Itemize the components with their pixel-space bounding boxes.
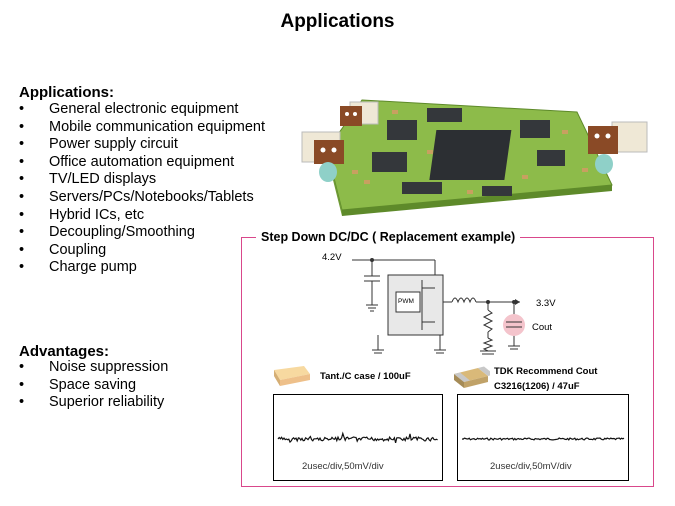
application-item-text: Office automation equipment xyxy=(49,153,235,170)
application-item: • Power supply circuit xyxy=(19,136,265,154)
step-down-circuit-diagram xyxy=(352,258,525,355)
application-item-text: Servers/PCs/Notebooks/Tablets xyxy=(49,188,254,205)
tantalum-scale-caption: 2usec/div,50mV/div xyxy=(302,461,384,472)
bullet-icon: • xyxy=(19,224,25,241)
advantage-item: • Space saving xyxy=(19,377,168,395)
application-item-text: Decoupling/Smoothing xyxy=(49,224,195,241)
advantage-item: • Noise suppression xyxy=(19,359,168,377)
application-item: • Coupling xyxy=(19,242,265,260)
application-item: • Mobile communication equipment xyxy=(19,119,265,137)
applications-heading: Applications: xyxy=(19,84,115,101)
bullet-icon: • xyxy=(19,153,25,170)
application-item-text: Mobile communication equipment xyxy=(49,118,265,135)
application-item-text: Coupling xyxy=(49,241,107,258)
output-voltage-label: 3.3V xyxy=(536,298,556,309)
tantalum-capacitor-icon xyxy=(274,366,310,386)
tantalum-label: Tant./C case / 100uF xyxy=(320,371,411,382)
application-item-text: Charge pump xyxy=(49,259,137,276)
mlcc-scale-caption: 2usec/div,50mV/div xyxy=(490,461,572,472)
application-item-text: Hybrid ICs, etc xyxy=(49,206,145,223)
pcb-illustration xyxy=(301,99,648,216)
tantalum-waveform xyxy=(273,394,443,481)
waveform-line xyxy=(461,437,625,441)
application-item: • TV/LED displays xyxy=(19,171,265,189)
mlcc-waveform xyxy=(457,394,629,481)
application-item: • General electronic equipment xyxy=(19,101,265,119)
application-item-text: General electronic equipment xyxy=(49,101,239,117)
bullet-icon: • xyxy=(19,259,25,276)
waveform-line xyxy=(277,431,438,444)
application-item-text: TV/LED displays xyxy=(49,171,157,188)
tdk-part-label: C3216(1206) / 47uF xyxy=(494,381,580,392)
replacement-example-title: Step Down DC/DC ( Replacement example) xyxy=(256,230,521,244)
advantage-item-text: Noise suppression xyxy=(49,359,169,375)
input-voltage-label: 4.2V xyxy=(322,252,342,263)
tdk-recommend-label: TDK Recommend Cout xyxy=(494,366,598,377)
application-item: • Servers/PCs/Notebooks/Tablets xyxy=(19,189,265,207)
mlcc-capacitor-icon xyxy=(454,366,490,388)
application-item: • Office automation equipment xyxy=(19,154,265,172)
advantages-heading: Advantages: xyxy=(19,343,110,360)
page-title: Applications xyxy=(280,11,395,32)
bullet-icon: • xyxy=(19,101,25,117)
application-item: • Decoupling/Smoothing xyxy=(19,224,265,242)
bullet-icon: • xyxy=(19,376,25,393)
bullet-icon: • xyxy=(19,118,25,135)
bullet-icon: • xyxy=(19,171,25,188)
advantage-item: • Superior reliability xyxy=(19,394,168,412)
cout-label: Cout xyxy=(532,322,553,333)
tantalum-waveform-trace xyxy=(277,431,438,444)
advantages-list: • Noise suppression • Space saving • Superior… xyxy=(19,359,168,412)
application-item: • Hybrid ICs, etc xyxy=(19,207,265,225)
applications-list: • General electronic equipment • Mobile com… xyxy=(19,101,265,277)
bullet-icon: • xyxy=(19,206,25,223)
bullet-icon: • xyxy=(19,359,25,375)
pwm-label: PWM xyxy=(398,298,414,305)
advantage-item-text: Superior reliability xyxy=(49,394,165,411)
application-item-text: Power supply circuit xyxy=(49,136,178,153)
bullet-icon: • xyxy=(19,188,25,205)
application-item: • Charge pump xyxy=(19,259,265,277)
bullet-icon: • xyxy=(19,394,25,411)
mlcc-waveform-trace xyxy=(461,437,625,441)
advantage-item-text: Space saving xyxy=(49,376,137,393)
bullet-icon: • xyxy=(19,241,25,258)
bullet-icon: • xyxy=(19,136,25,153)
